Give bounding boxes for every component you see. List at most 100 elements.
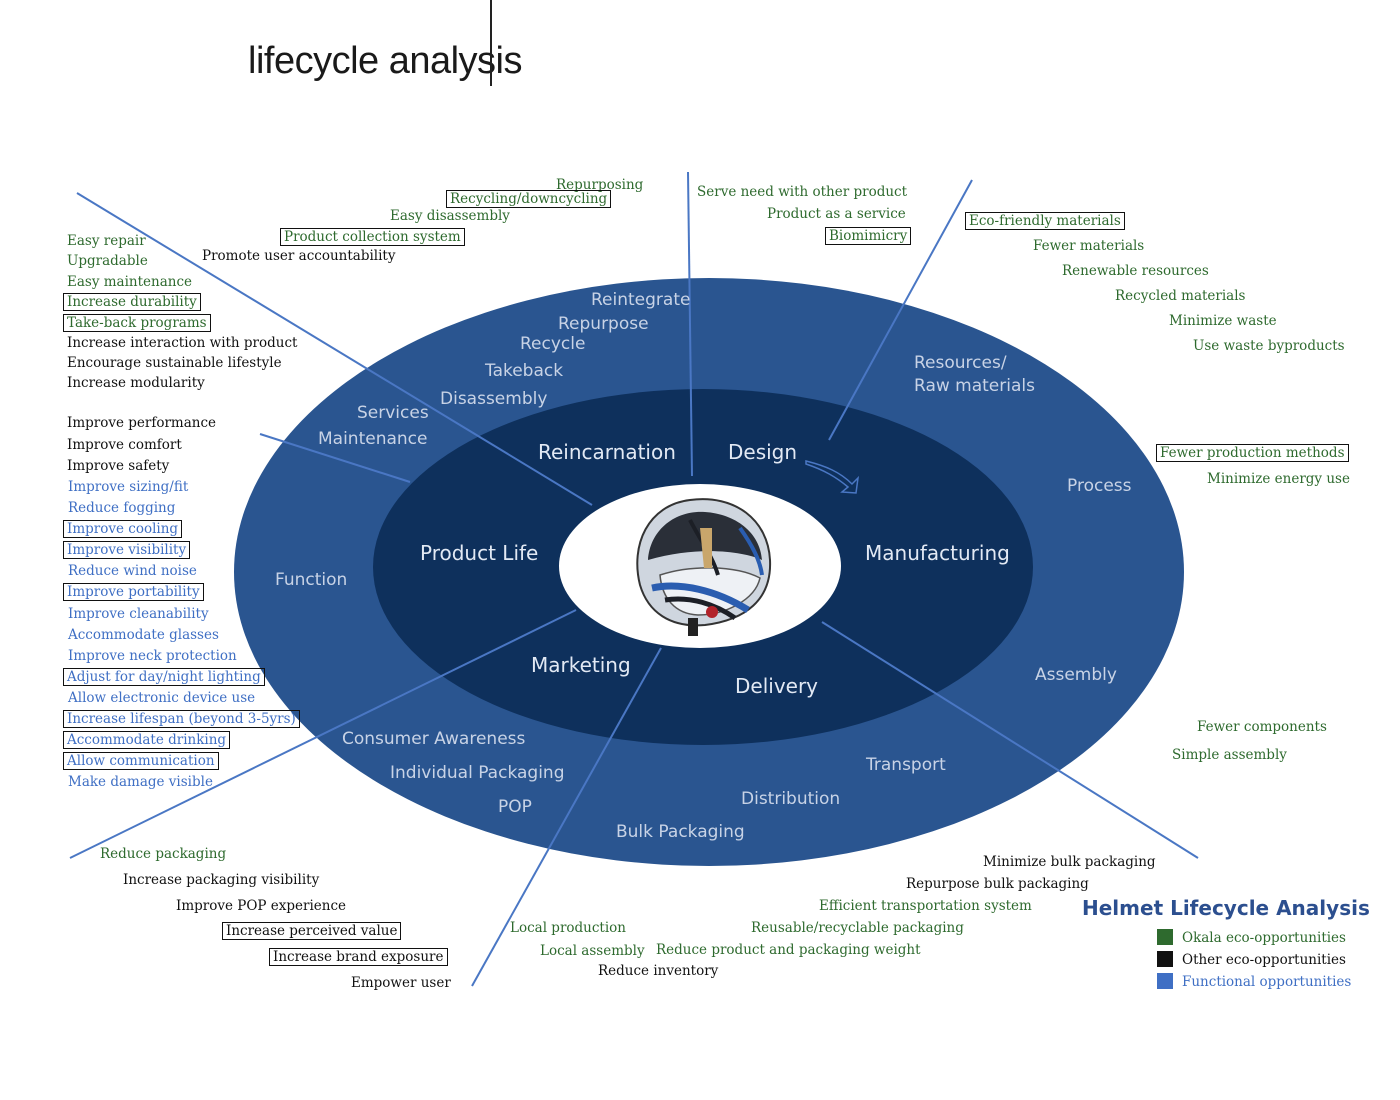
note-safety: Improve safety — [67, 458, 170, 474]
spoke-materials — [828, 179, 973, 441]
ring-label-takeback: Takeback — [485, 361, 564, 381]
flow-arrow-icon — [805, 460, 860, 494]
note-local-production: Local production — [510, 920, 626, 936]
note-recycling: Recycling/downcycling — [446, 190, 612, 208]
stage-reincarnation: Reincarnation — [538, 440, 676, 464]
stage-delivery: Delivery — [735, 674, 819, 698]
note-lifespan: Increase lifespan (beyond 3-5yrs) — [63, 710, 300, 728]
note-collection-system: Product collection system — [280, 228, 465, 246]
note-easy-maintenance: Easy maintenance — [67, 274, 193, 290]
stage-manufacturing: Manufacturing — [865, 541, 1010, 565]
note-takeback-programs: Take-back programs — [63, 314, 211, 332]
note-fogging: Reduce fogging — [68, 500, 176, 516]
note-efficient-transport: Efficient transportation system — [819, 898, 1032, 914]
spoke-delivery — [821, 621, 1199, 859]
helmet-icon — [636, 498, 772, 636]
note-drinking: Accommodate drinking — [63, 731, 231, 749]
ring-label-disassembly: Disassembly — [440, 389, 548, 409]
note-durability: Increase durability — [63, 293, 201, 311]
note-pop-experience: Improve POP experience — [176, 898, 347, 914]
note-modularity: Increase modularity — [67, 375, 205, 391]
page-title: lifecycle analysis — [248, 40, 523, 82]
note-easy-repair: Easy repair — [67, 233, 146, 249]
ring-label-pop: POP — [498, 797, 532, 817]
note-cleanability: Improve cleanability — [68, 606, 209, 622]
note-device: Allow electronic device use — [68, 690, 256, 706]
note-reduce-weight: Reduce product and packaging weight — [656, 942, 921, 958]
legend-item-other: Other eco-opportunities — [1157, 951, 1346, 968]
legend-label-other: Other eco-opportunities — [1182, 952, 1346, 968]
spoke-marketing — [69, 609, 577, 859]
note-recycled: Recycled materials — [1115, 288, 1246, 304]
note-reduce-inventory: Reduce inventory — [598, 963, 719, 979]
note-glasses: Accommodate glasses — [68, 627, 219, 643]
stage-design: Design — [728, 440, 798, 464]
spoke-lines — [69, 171, 1199, 987]
note-performance: Improve performance — [67, 415, 217, 431]
note-visibility: Improve visibility — [63, 541, 191, 559]
ring-label-individual-packaging: Individual Packaging — [390, 763, 565, 783]
legend-swatch-other — [1157, 951, 1173, 967]
note-interaction: Increase interaction with product — [67, 335, 298, 351]
legend-item-functional: Functional opportunities — [1157, 973, 1351, 990]
ring-label-assembly: Assembly — [1035, 665, 1117, 685]
note-serve-need: Serve need with other product — [697, 184, 908, 200]
note-lighting: Adjust for day/night lighting — [63, 668, 265, 686]
note-fewer-methods: Fewer production methods — [1156, 444, 1349, 462]
note-sustainable: Encourage sustainable lifestyle — [67, 355, 282, 371]
ring-label-maintenance: Maintenance — [318, 429, 428, 449]
legend-swatch-okala — [1157, 929, 1173, 945]
title-divider — [490, 0, 492, 86]
ring-label-repurpose: Repurpose — [558, 314, 649, 334]
ring-label-bulk-packaging: Bulk Packaging — [616, 822, 745, 842]
stage-product-life: Product Life — [420, 541, 539, 565]
note-damage: Make damage visible — [68, 774, 213, 790]
spoke-reincarnation — [76, 192, 593, 506]
ring-label-distribution: Distribution — [741, 789, 841, 809]
note-reduce-packaging: Reduce packaging — [100, 846, 227, 862]
note-repurposing: Repurposing — [556, 177, 644, 193]
ring-label-function: Function — [275, 570, 348, 590]
note-simple-assembly: Simple assembly — [1172, 747, 1287, 763]
note-easy-disassembly: Easy disassembly — [390, 208, 510, 224]
note-energy: Minimize energy use — [1207, 471, 1350, 487]
ring-label-resources: Resources/ — [914, 353, 1007, 373]
legend-label-okala: Okala eco-opportunities — [1182, 930, 1346, 946]
ring-label-transport: Transport — [866, 755, 946, 775]
ring-label-reintegrate: Reintegrate — [591, 290, 691, 310]
legend-swatch-functional — [1157, 973, 1173, 989]
ring-label-process: Process — [1067, 476, 1132, 496]
spoke-maintenance — [259, 433, 411, 483]
note-accountability: Promote user accountability — [202, 248, 396, 264]
note-packaging-visibility: Increase packaging visibility — [123, 872, 320, 888]
spoke-logistics — [471, 647, 662, 987]
note-minimize-bulk: Minimize bulk packaging — [983, 854, 1156, 870]
note-minimize-waste: Minimize waste — [1169, 313, 1277, 329]
note-neck: Improve neck protection — [68, 648, 237, 664]
note-reusable-packaging: Reusable/recyclable packaging — [751, 920, 964, 936]
note-eco-materials: Eco-friendly materials — [965, 212, 1125, 230]
note-perceived-value: Increase perceived value — [222, 922, 402, 940]
note-repurpose-bulk: Repurpose bulk packaging — [906, 876, 1089, 892]
ring-label-services: Services — [357, 403, 429, 423]
legend-title: Helmet Lifecycle Analysis — [1082, 896, 1370, 920]
note-fewer-materials: Fewer materials — [1033, 238, 1145, 254]
note-fewer-components: Fewer components — [1197, 719, 1327, 735]
note-empower: Empower user — [351, 975, 451, 991]
note-local-assembly: Local assembly — [540, 943, 645, 959]
note-renewable: Renewable resources — [1062, 263, 1209, 279]
note-comfort: Improve comfort — [67, 437, 182, 453]
note-cooling: Improve cooling — [63, 520, 183, 538]
note-portability: Improve portability — [63, 583, 204, 601]
ring-label-recycle: Recycle — [520, 334, 586, 354]
note-byproducts: Use waste byproducts — [1193, 338, 1345, 354]
note-brand-exposure: Increase brand exposure — [269, 948, 448, 966]
ring-label-raw-materials: Raw materials — [914, 376, 1035, 396]
note-wind-noise: Reduce wind noise — [68, 563, 197, 579]
note-upgradable: Upgradable — [67, 253, 148, 269]
legend-item-okala: Okala eco-opportunities — [1157, 929, 1346, 946]
note-communication: Allow communication — [63, 752, 219, 770]
note-service: Product as a service — [767, 206, 906, 222]
legend-label-functional: Functional opportunities — [1182, 974, 1352, 990]
